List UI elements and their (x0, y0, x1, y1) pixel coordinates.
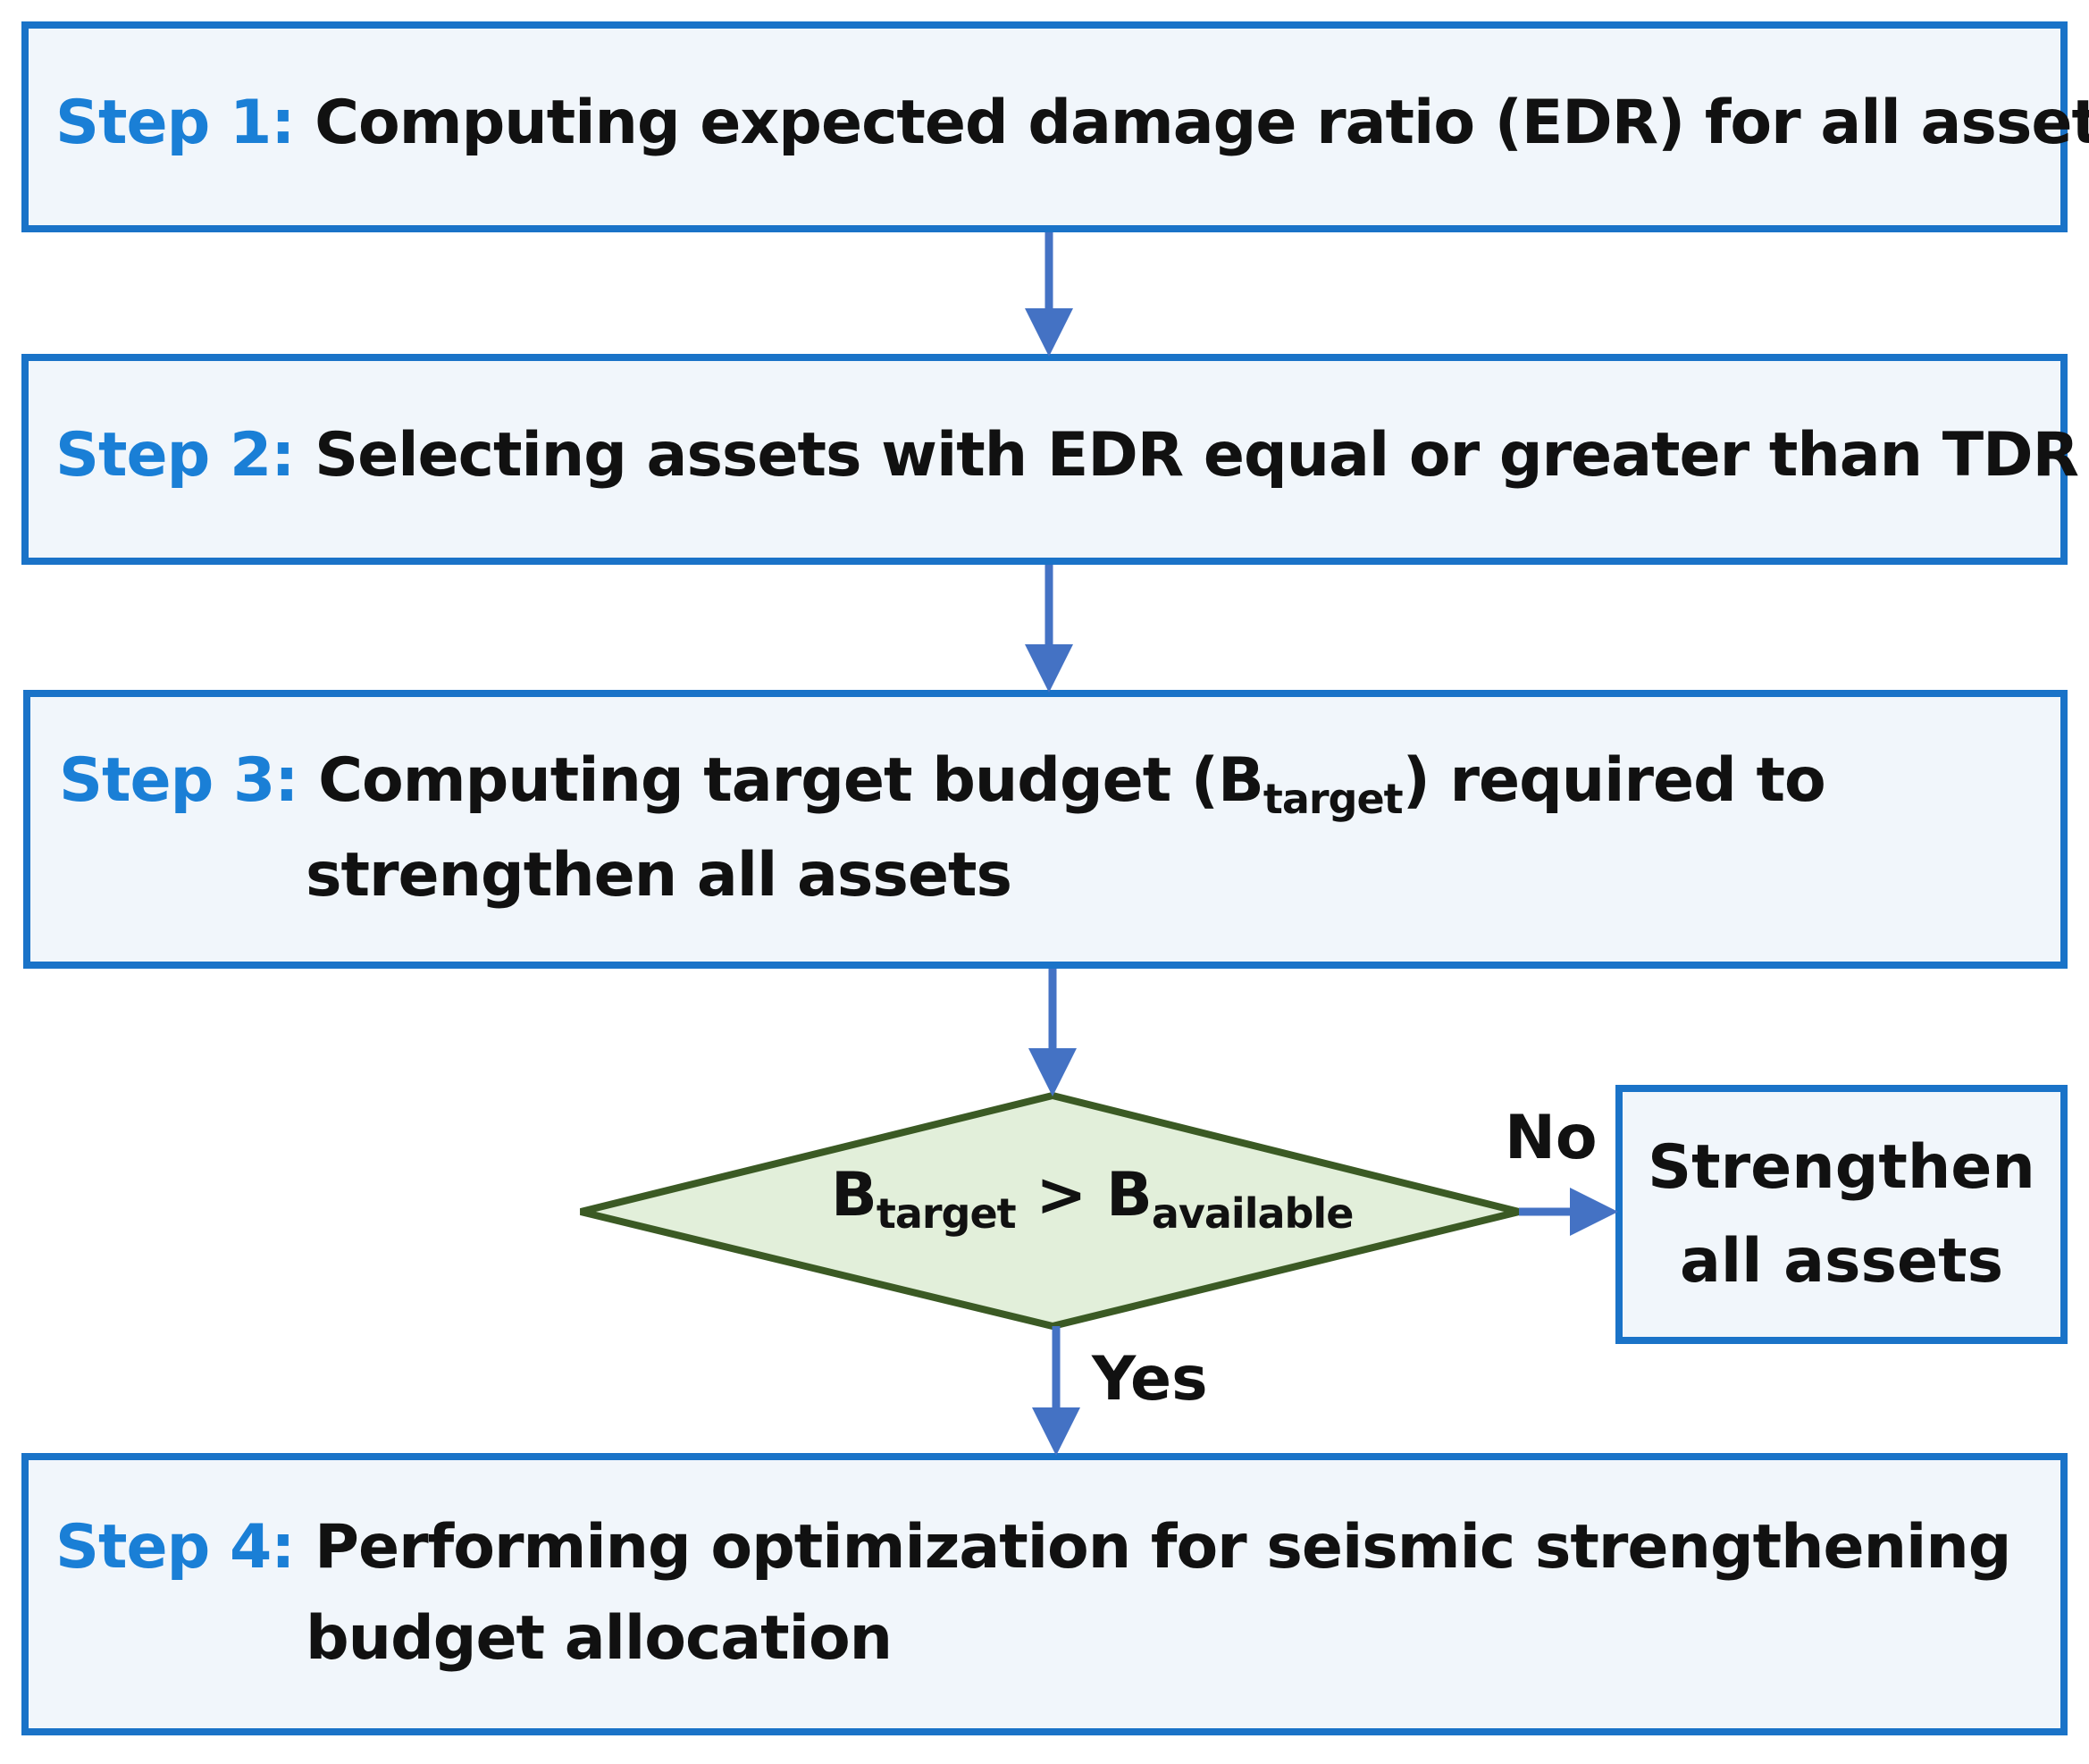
step-3-text-line-1: Step 3: Computing target budget (Btarget… (59, 745, 1826, 823)
strengthen-all-line-1: Strengthen (1648, 1132, 2035, 1203)
decision-b-available: B (1106, 1160, 1153, 1231)
step-2-text: Step 2: Selecting assets with EDR equal … (55, 420, 2079, 491)
decision-operator: > (1015, 1160, 1107, 1231)
step-2-box (21, 354, 2068, 565)
step-3-label: Step 3: (59, 745, 298, 816)
decision-sub-target: target (876, 1189, 1017, 1238)
strengthen-all-line-2: all assets (1679, 1226, 2004, 1297)
step-2-label: Step 2: (55, 420, 295, 491)
branch-label-no: No (1505, 1103, 1598, 1173)
step-1-box (21, 21, 2068, 232)
decision-sub-available: available (1151, 1189, 1355, 1238)
step-4-box (21, 1453, 2068, 1735)
strengthen-all-text: Strengthen all assets (1615, 1121, 2068, 1308)
step-4-text-line-1: Step 4: Performing optimization for seis… (55, 1512, 2011, 1583)
step-1-description: Computing expected damage ratio (EDR) fo… (315, 88, 2089, 158)
step-2-description: Selecting assets with EDR equal or great… (315, 420, 2079, 491)
decision-b-target: B (831, 1160, 877, 1231)
branch-label-yes: Yes (1092, 1344, 1208, 1415)
step-3-description-sub: target (1263, 775, 1404, 823)
step-3-description-pre: Computing target budget (B (318, 745, 1264, 816)
strengthen-all-box (1615, 1085, 2068, 1344)
step-3-description-post: ) required to (1402, 745, 1826, 816)
step-4-description: Performing optimization for seismic stre… (315, 1512, 2011, 1583)
step-4-text-line-2: budget allocation (306, 1603, 893, 1674)
step-3-text-line-2: strengthen all assets (306, 840, 1012, 911)
step-4-label: Step 4: (55, 1512, 295, 1583)
step-1-label: Step 1: (55, 88, 295, 158)
step-3-box (23, 690, 2068, 969)
decision-condition: Btarget > Bavailable (831, 1160, 1355, 1238)
step-1-text: Step 1: Computing expected damage ratio … (55, 88, 2089, 158)
